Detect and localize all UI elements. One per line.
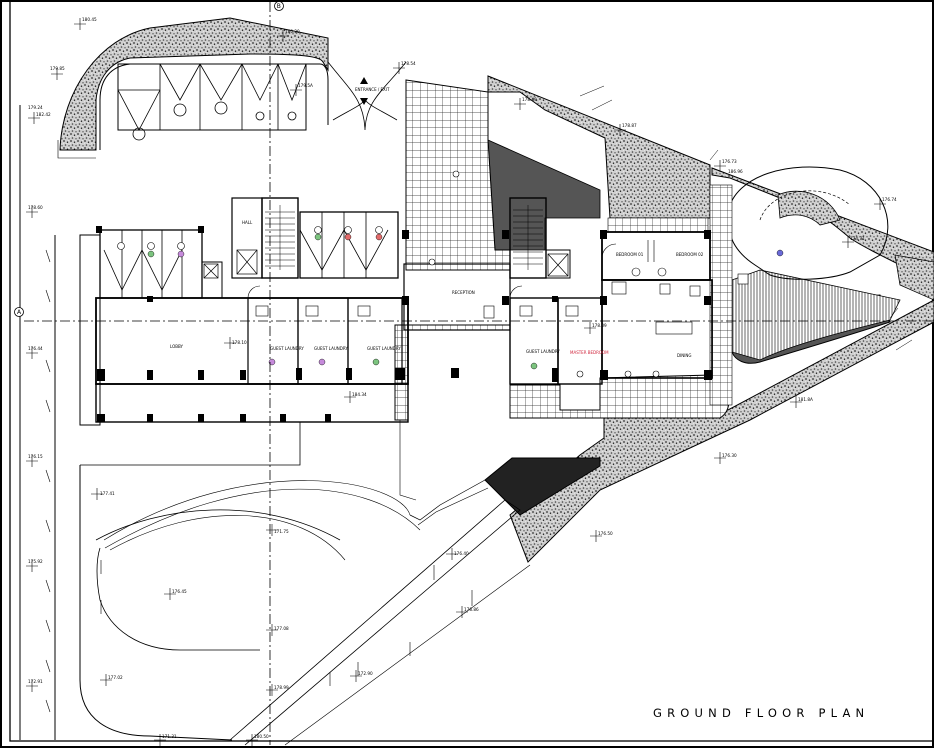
grid-bubble-b: B bbox=[274, 1, 284, 11]
svg-text:178.10: 178.10 bbox=[232, 340, 247, 345]
svg-text:171.75: 171.75 bbox=[274, 529, 289, 534]
svg-text:175.92: 175.92 bbox=[28, 559, 43, 564]
entrance-label: ENTRANCE / EXIT bbox=[355, 87, 390, 92]
svg-text:A: A bbox=[17, 309, 22, 316]
gravel-top-curve bbox=[59, 17, 329, 151]
svg-text:172.91: 172.91 bbox=[28, 679, 43, 684]
lobby-label: LOBBY bbox=[170, 344, 184, 349]
master-bedroom-label: MASTER BEDROOM bbox=[570, 350, 609, 355]
dining-label: DINING bbox=[677, 353, 692, 358]
tiled-south-terrace bbox=[394, 299, 730, 421]
svg-text:178.49: 178.49 bbox=[522, 97, 537, 102]
svg-text:182.42: 182.42 bbox=[36, 112, 51, 117]
svg-text:171.31: 171.31 bbox=[162, 734, 177, 739]
svg-text:177.08: 177.08 bbox=[274, 626, 289, 631]
hall-label: HALL bbox=[242, 220, 253, 225]
site-road bbox=[19, 105, 531, 746]
svg-text:181.8A: 181.8A bbox=[798, 397, 813, 402]
svg-text:178.86: 178.86 bbox=[464, 607, 479, 612]
svg-text:184.34: 184.34 bbox=[352, 392, 367, 397]
gravel-east bbox=[894, 254, 934, 301]
level-markers bbox=[26, 18, 886, 746]
svg-text:177.41: 177.41 bbox=[100, 491, 115, 496]
svg-text:178.87: 178.87 bbox=[622, 123, 637, 128]
svg-text:174.71: 174.71 bbox=[850, 236, 865, 241]
guest-1-label: GUEST LAUNDRY bbox=[270, 346, 304, 351]
gravel-round-planter bbox=[777, 190, 841, 226]
reception-label: RECEPTION bbox=[452, 290, 475, 295]
svg-text:179.24: 179.24 bbox=[28, 105, 43, 110]
svg-text:177.02: 177.02 bbox=[108, 675, 123, 680]
svg-text:176.45: 176.45 bbox=[172, 589, 187, 594]
svg-text:179.85: 179.85 bbox=[50, 66, 65, 71]
svg-text:178.60: 178.60 bbox=[28, 205, 43, 210]
svg-text:172.90: 172.90 bbox=[358, 671, 373, 676]
guest-3-label: GUEST LAUNDRY bbox=[367, 346, 401, 351]
building-walls bbox=[79, 197, 713, 426]
svg-text:176.30: 176.30 bbox=[722, 453, 737, 458]
drawing-title: GROUND FLOOR PLAN bbox=[653, 706, 869, 720]
svg-text:176.44: 176.44 bbox=[28, 346, 43, 351]
grid-bubble-a: A bbox=[14, 307, 24, 317]
svg-text:176.74: 176.74 bbox=[882, 197, 897, 202]
guest-4-label: GUEST LAUNDRY bbox=[526, 349, 560, 354]
bedroom-1-label: BEDROOM 01 bbox=[616, 252, 644, 257]
svg-text:179.5A: 179.5A bbox=[298, 83, 313, 88]
tiled-stair-east bbox=[607, 217, 709, 233]
dark-ramp-down bbox=[484, 457, 601, 516]
parking-bays-top bbox=[117, 63, 307, 131]
svg-text:176.50: 176.50 bbox=[598, 531, 613, 536]
guest-2-label: GUEST LAUNDRY bbox=[314, 346, 348, 351]
svg-text:B: B bbox=[277, 3, 281, 10]
gravel-south-diagonal bbox=[509, 299, 934, 563]
svg-text:178.54: 178.54 bbox=[401, 61, 416, 66]
striped-deck bbox=[731, 269, 901, 361]
gravel-right-top bbox=[487, 75, 711, 219]
svg-text:186.96: 186.96 bbox=[728, 169, 743, 174]
round-court bbox=[727, 166, 889, 280]
svg-text:180.45: 180.45 bbox=[82, 17, 97, 22]
svg-text:180.50: 180.50 bbox=[254, 734, 269, 739]
svg-text:176.40: 176.40 bbox=[454, 551, 469, 556]
svg-text:178.09: 178.09 bbox=[592, 323, 607, 328]
bedroom-2-label: BEDROOM 02 bbox=[676, 252, 704, 257]
svg-text:176.15: 176.15 bbox=[28, 454, 43, 459]
svg-text:176.73: 176.73 bbox=[722, 159, 737, 164]
svg-text:180.20: 180.20 bbox=[285, 29, 300, 34]
svg-text:178.99: 178.99 bbox=[274, 685, 289, 690]
